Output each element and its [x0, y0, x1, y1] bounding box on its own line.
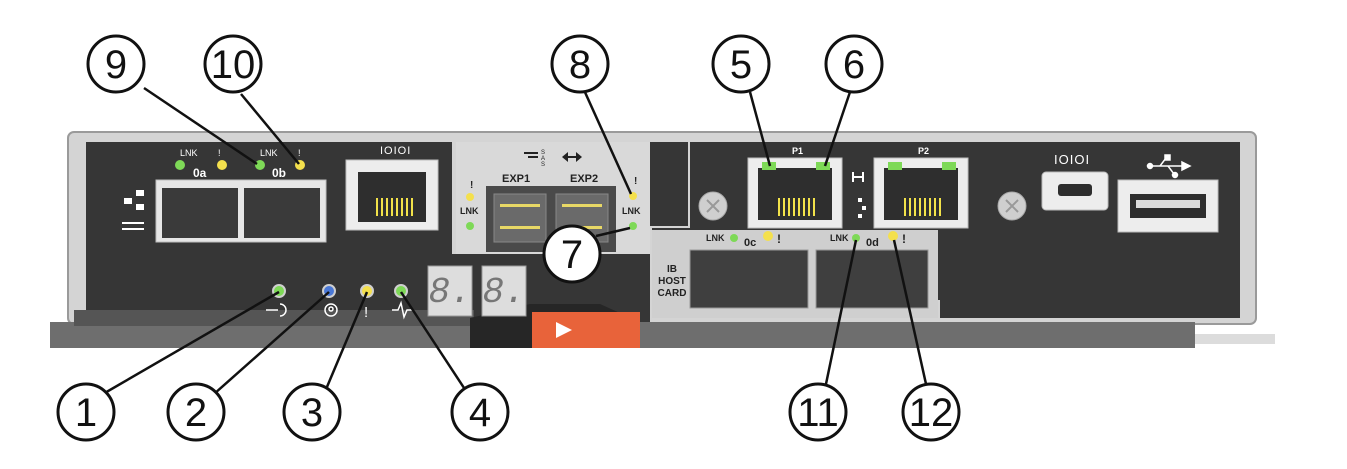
- heartbeat-icon: [392, 300, 412, 320]
- warn-label-0b: !: [298, 148, 301, 158]
- svg-text:3: 3: [301, 391, 323, 435]
- led-p2-right: [942, 162, 956, 170]
- latch-orange[interactable]: [532, 312, 640, 348]
- serial-label-left: IOIOI: [380, 145, 411, 157]
- seven-seg-2: [481, 265, 527, 317]
- lnk-label-0d: LNK: [830, 233, 849, 243]
- seven-seg-text-2: 8.: [482, 272, 525, 313]
- led-warn-0c: [763, 231, 773, 241]
- warn-label-0d: !: [902, 232, 906, 246]
- led-p2-left: [888, 162, 902, 170]
- sas-warn-label-right: !: [634, 176, 637, 187]
- ib-label-line3: CARD: [658, 288, 687, 299]
- svg-text:9: 9: [105, 43, 127, 87]
- svg-text:5: 5: [730, 43, 752, 87]
- right-panel-tab: [650, 142, 688, 226]
- sas-warn-label-left: !: [470, 180, 473, 191]
- ib-port-0c[interactable]: [689, 249, 809, 309]
- sas-lnk-label-right: LNK: [622, 206, 641, 216]
- usb-icon: [1146, 154, 1192, 179]
- svg-text:A: A: [541, 156, 545, 162]
- led-attention: [360, 284, 374, 298]
- rj45-pins-p1: [778, 198, 815, 216]
- sas-icon: S A S: [524, 150, 582, 168]
- serial-label-right: IOIOI: [1054, 152, 1090, 167]
- callout-12: 12: [901, 382, 961, 442]
- callout-5: 5: [711, 34, 771, 94]
- exp2-label: EXP2: [570, 173, 598, 185]
- led-sas-lnk-left: [466, 222, 474, 230]
- led-lnk-0b: [255, 160, 265, 170]
- callout-3: 3: [282, 382, 342, 442]
- lnk-label-0b: LNK: [260, 148, 278, 158]
- callout-6: 6: [824, 34, 884, 94]
- latch-arrow-icon: [556, 322, 572, 338]
- screw-right-mark: [1005, 199, 1019, 213]
- rj45-socket-left: [358, 172, 426, 222]
- led-sas-lnk-right: [629, 222, 637, 230]
- rj45-pins-p2: [904, 198, 941, 216]
- svg-text:4: 4: [469, 391, 491, 435]
- attention-icon: !: [364, 304, 368, 321]
- svg-text:10: 10: [211, 43, 256, 87]
- svg-text:1: 1: [75, 391, 97, 435]
- ib-label-line1: IB: [667, 264, 677, 275]
- bezel-right-lip: [1195, 334, 1275, 344]
- led-p1-right: [816, 162, 830, 170]
- seven-seg-text-1: 8.: [428, 272, 471, 313]
- locate-icon: [324, 303, 338, 317]
- svg-text:8: 8: [569, 43, 591, 87]
- bezel-ledge: [74, 310, 474, 326]
- callout-7: 7: [542, 224, 602, 284]
- usb-a-tongue: [1136, 200, 1200, 208]
- exp1-label: EXP1: [502, 173, 530, 185]
- callout-11: 11: [788, 382, 848, 442]
- leader-lines: [102, 86, 928, 396]
- led-lnk-0c: [730, 234, 738, 242]
- lnk-label-0a: LNK: [180, 148, 198, 158]
- p2-label: P2: [918, 146, 929, 156]
- micro-usb-socket: [1058, 184, 1092, 196]
- led-sas-warn-left: [466, 193, 474, 201]
- led-warn-0d: [888, 231, 898, 241]
- led-lnk-0d: [852, 234, 860, 242]
- sas-lnk-label-left: LNK: [460, 206, 479, 216]
- svg-text:12: 12: [909, 391, 954, 435]
- callout-8: 8: [550, 34, 610, 94]
- p1-label: P1: [792, 146, 803, 156]
- callout-10: 10: [203, 34, 263, 94]
- ib-port-0d[interactable]: [815, 249, 929, 309]
- sfp-port-0a[interactable]: [162, 188, 238, 238]
- callout-1: 1: [56, 382, 116, 442]
- svg-text:7: 7: [561, 233, 583, 277]
- screw-left-mark: [706, 199, 720, 213]
- port-label-0c: 0c: [744, 237, 756, 249]
- svg-text:11: 11: [797, 391, 839, 435]
- ib-label-line2: HOST: [658, 276, 686, 287]
- rj45-pins-left: [376, 198, 413, 216]
- callout-9: 9: [86, 34, 146, 94]
- svg-text:6: 6: [843, 43, 865, 87]
- port-label-0d: 0d: [866, 237, 879, 249]
- warn-label-0a: !: [218, 148, 221, 158]
- svg-text:S: S: [541, 162, 545, 168]
- led-activity: [394, 284, 408, 298]
- callout-2: 2: [166, 382, 226, 442]
- sfp-port-0b[interactable]: [244, 188, 320, 238]
- svg-text:2: 2: [185, 391, 207, 435]
- svg-text:S: S: [541, 150, 545, 156]
- led-warn-0a: [217, 160, 227, 170]
- port-label-0a: 0a: [193, 166, 207, 180]
- seven-seg-1: [427, 265, 473, 317]
- network-port-icon: [122, 190, 144, 230]
- warn-label-0c: !: [777, 232, 781, 246]
- lnk-label-0c: LNK: [706, 233, 725, 243]
- port-label-0b: 0b: [272, 166, 286, 180]
- sas-port-exp1[interactable]: [493, 193, 547, 243]
- power-icon: [266, 303, 287, 317]
- callout-4: 4: [450, 382, 510, 442]
- ethernet-link-icon: [852, 172, 866, 218]
- led-lnk-0a: [175, 160, 185, 170]
